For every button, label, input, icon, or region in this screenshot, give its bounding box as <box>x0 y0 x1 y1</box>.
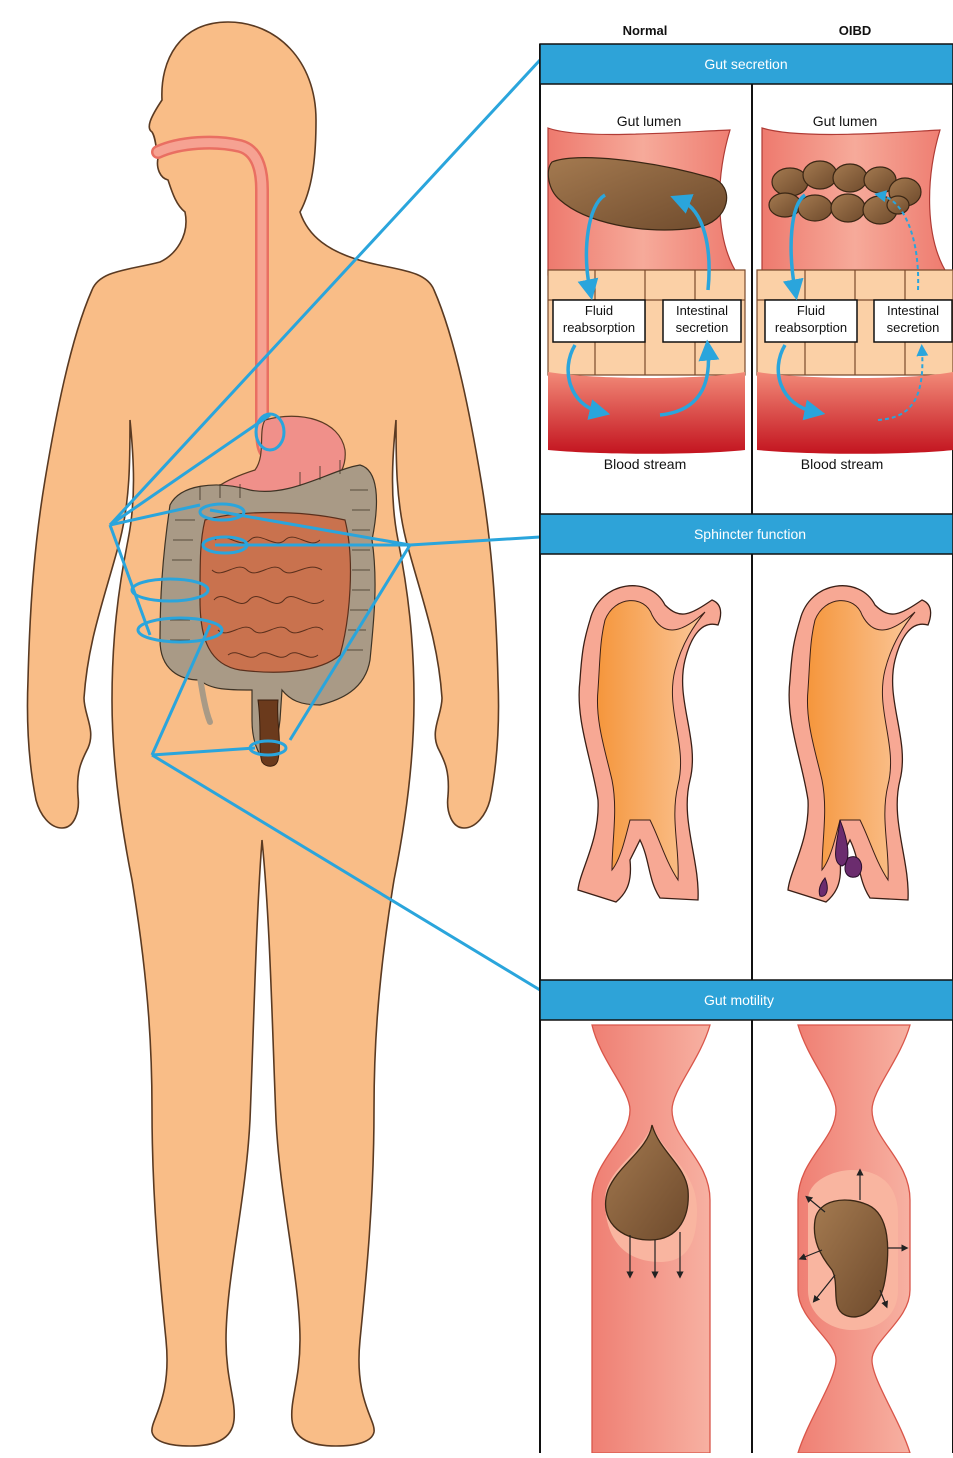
motility-oibd <box>798 1025 910 1453</box>
secretion-oibd: Gut lumen Fluid reabsorp <box>757 113 953 472</box>
fluid-label-2-oibd: reabsorption <box>775 320 847 335</box>
label-blood-oibd: Blood stream <box>801 456 883 472</box>
label-gut-lumen-normal: Gut lumen <box>617 113 682 129</box>
panel-motility: Gut motility <box>540 980 953 1453</box>
secretion-label-1-oibd: Intestinal <box>887 303 939 318</box>
panel-title-motility: Gut motility <box>704 992 774 1008</box>
panel-gut-secretion: Gut secretion Gut lumen Fluid reabsorpti… <box>540 44 953 472</box>
human-body <box>27 22 498 1446</box>
motility-normal <box>592 1025 710 1453</box>
fluid-label-2-normal: reabsorption <box>563 320 635 335</box>
fluid-label-1-oibd: Fluid <box>797 303 825 318</box>
column-header-oibd: OIBD <box>839 23 872 38</box>
panel-sphincter: Sphincter function <box>540 514 953 902</box>
secretion-normal: Gut lumen Fluid reabsorption Intestinal … <box>548 113 745 472</box>
blood-normal <box>548 372 745 454</box>
fluid-label-1-normal: Fluid <box>585 303 613 318</box>
blood-oibd <box>757 372 953 454</box>
label-gut-lumen-oibd: Gut lumen <box>813 113 878 129</box>
panel-title-secretion: Gut secretion <box>704 56 787 72</box>
secretion-label-2-normal: secretion <box>676 320 729 335</box>
sphincter-oibd <box>788 586 931 902</box>
secretion-label-2-oibd: secretion <box>887 320 940 335</box>
column-header-normal: Normal <box>623 23 668 38</box>
panel-title-sphincter: Sphincter function <box>694 526 806 542</box>
label-blood-normal: Blood stream <box>604 456 686 472</box>
sphincter-normal <box>578 586 721 902</box>
secretion-label-1-normal: Intestinal <box>676 303 728 318</box>
